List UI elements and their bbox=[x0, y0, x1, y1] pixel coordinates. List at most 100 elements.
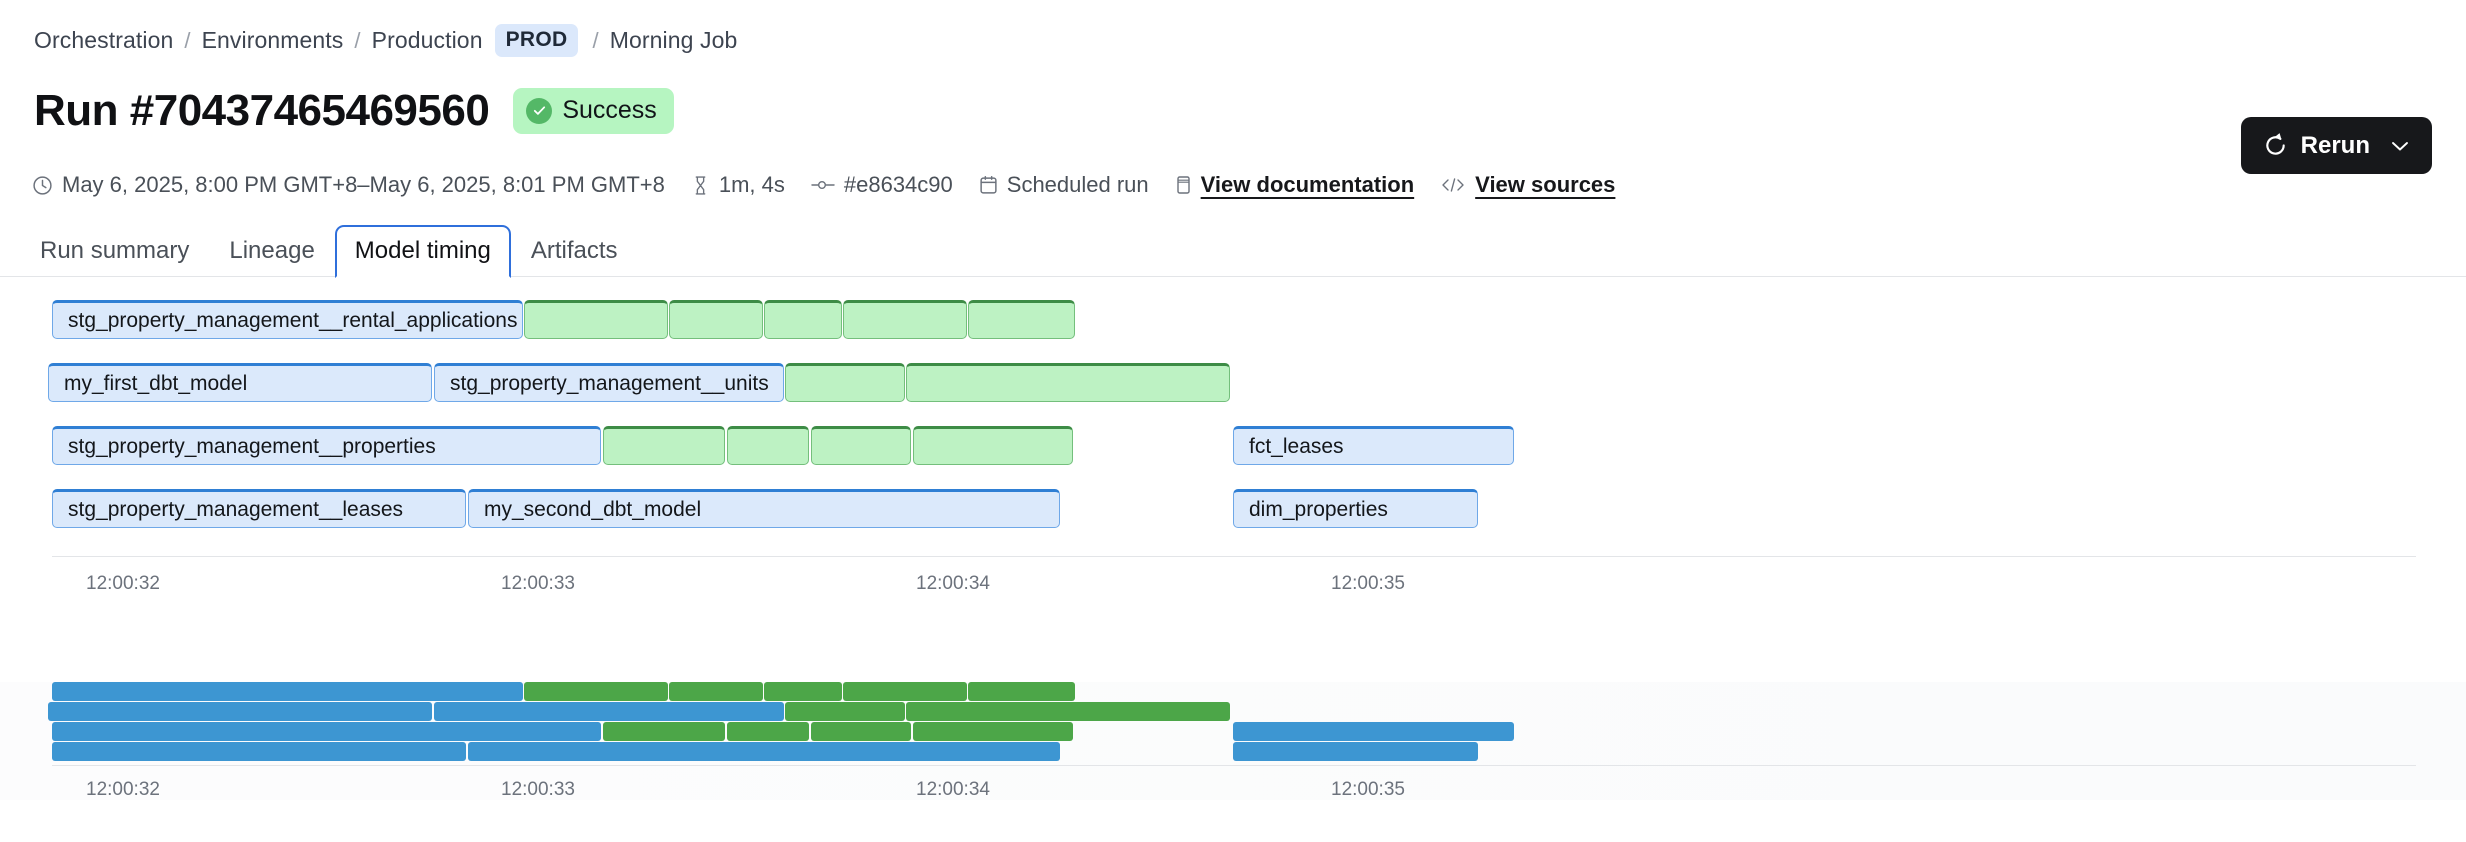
breadcrumb-item-environments[interactable]: Environments bbox=[201, 27, 344, 53]
gantt-bar-step[interactable] bbox=[968, 300, 1075, 339]
tab-artifacts[interactable]: Artifacts bbox=[530, 236, 618, 264]
breadcrumb-separator: / bbox=[592, 27, 599, 53]
meta-timerange: May 6, 2025, 8:00 PM GMT+8–May 6, 2025, … bbox=[32, 172, 665, 198]
tab-bar: Run summary Lineage Model timing Artifac… bbox=[20, 222, 638, 278]
page-title: Run #70437465469560 bbox=[34, 86, 490, 135]
gantt-detail-rows: stg_property_management__rental_applicat… bbox=[0, 300, 2466, 552]
hourglass-icon bbox=[691, 175, 710, 196]
calendar-icon bbox=[979, 175, 998, 195]
overview-rows bbox=[0, 682, 2466, 762]
overview-bar[interactable] bbox=[524, 682, 668, 701]
axis-tick-label: 12:00:32 bbox=[86, 573, 160, 594]
breadcrumb-separator: / bbox=[184, 27, 191, 53]
gantt-bar-step[interactable] bbox=[843, 300, 967, 339]
overview-row bbox=[0, 742, 2466, 762]
tab-run-summary[interactable]: Run summary bbox=[40, 236, 190, 264]
overview-bar[interactable] bbox=[669, 682, 763, 701]
tab-model-timing[interactable]: Model timing bbox=[334, 224, 511, 278]
gantt-bar-step[interactable] bbox=[669, 300, 763, 339]
gantt-row: stg_property_management__rental_applicat… bbox=[0, 300, 2466, 363]
breadcrumb-item-morning-job[interactable]: Morning Job bbox=[609, 27, 738, 53]
gantt-bar-step[interactable] bbox=[913, 426, 1073, 465]
meta-trigger-text: Scheduled run bbox=[1006, 172, 1149, 197]
rerun-label: Rerun bbox=[2300, 131, 2370, 159]
view-sources-link[interactable]: View sources bbox=[1475, 172, 1616, 197]
gantt-bar-stg_property_management__units[interactable]: stg_property_management__units bbox=[434, 363, 784, 402]
overview-bar[interactable] bbox=[468, 742, 1060, 761]
overview-row bbox=[0, 722, 2466, 742]
gantt-bar-step[interactable] bbox=[785, 363, 905, 402]
git-commit-icon bbox=[811, 177, 835, 193]
overview-bar[interactable] bbox=[785, 702, 905, 721]
meta-sources[interactable]: View sources bbox=[1440, 172, 1615, 198]
code-icon bbox=[1440, 176, 1466, 194]
overview-bar[interactable] bbox=[603, 722, 725, 741]
gantt-bar-my_first_dbt_model[interactable]: my_first_dbt_model bbox=[48, 363, 432, 402]
overview-bar[interactable] bbox=[913, 722, 1073, 741]
gantt-bar-step[interactable] bbox=[811, 426, 911, 465]
check-icon bbox=[526, 97, 553, 124]
overview-bar[interactable] bbox=[727, 722, 809, 741]
meta-duration-text: 1m, 4s bbox=[718, 172, 785, 197]
overview-bar[interactable] bbox=[843, 682, 967, 701]
overview-bar[interactable] bbox=[811, 722, 911, 741]
gantt-bar-step[interactable] bbox=[727, 426, 809, 465]
overview-bar[interactable] bbox=[1233, 742, 1478, 761]
gantt-bar-stg_property_management__properties[interactable]: stg_property_management__properties bbox=[52, 426, 601, 465]
gantt-bar-step[interactable] bbox=[764, 300, 842, 339]
breadcrumb-separator: / bbox=[354, 27, 361, 53]
rerun-button[interactable]: Rerun bbox=[2240, 117, 2432, 174]
gantt-row: stg_property_management__properties fct_l… bbox=[0, 426, 2466, 489]
overview-bar[interactable] bbox=[1233, 722, 1514, 741]
meta-commit: #e8634c90 bbox=[811, 172, 953, 198]
breadcrumb-badge-prod: PROD bbox=[494, 24, 579, 57]
overview-bar[interactable] bbox=[764, 682, 842, 701]
breadcrumb: Orchestration / Environments / Productio… bbox=[34, 24, 737, 57]
status-badge: Success bbox=[513, 88, 674, 134]
overview-row bbox=[0, 702, 2466, 722]
gantt-axis: 12:00:32 12:00:33 12:00:34 12:00:35 bbox=[0, 556, 2466, 602]
axis-tick-label: 12:00:35 bbox=[1331, 573, 1405, 594]
breadcrumb-item-production[interactable]: Production bbox=[371, 27, 483, 53]
overview-bar[interactable] bbox=[52, 722, 601, 741]
overview-bar[interactable] bbox=[434, 702, 784, 721]
axis-tick-label: 12:00:33 bbox=[501, 573, 575, 594]
overview-bar[interactable] bbox=[52, 682, 523, 701]
overview-axis-tick-label: 12:00:33 bbox=[501, 779, 575, 800]
meta-trigger: Scheduled run bbox=[979, 172, 1149, 198]
chevron-down-icon[interactable] bbox=[2390, 139, 2410, 153]
gantt-bar-fct_leases[interactable]: fct_leases bbox=[1233, 426, 1514, 465]
overview-row bbox=[0, 682, 2466, 702]
overview-bar[interactable] bbox=[968, 682, 1075, 701]
gantt-bar-step[interactable] bbox=[906, 363, 1230, 402]
rerun-icon bbox=[2263, 133, 2288, 158]
gantt-bar-dim_properties[interactable]: dim_properties bbox=[1233, 489, 1478, 528]
overview-bar[interactable] bbox=[52, 742, 466, 761]
gantt-bar-stg_property_management__rental_applications[interactable]: stg_property_management__rental_applicat… bbox=[52, 300, 523, 339]
overview-bar[interactable] bbox=[906, 702, 1230, 721]
meta-commit-text: #e8634c90 bbox=[843, 172, 953, 197]
run-metadata: May 6, 2025, 8:00 PM GMT+8–May 6, 2025, … bbox=[32, 172, 1641, 198]
gantt-bar-my_second_dbt_model[interactable]: my_second_dbt_model bbox=[468, 489, 1060, 528]
tab-bar-divider bbox=[0, 276, 2466, 277]
overview-bar[interactable] bbox=[48, 702, 432, 721]
meta-docs[interactable]: View documentation bbox=[1175, 172, 1415, 198]
overview-axis-tick-label: 12:00:34 bbox=[916, 779, 990, 800]
view-documentation-link[interactable]: View documentation bbox=[1200, 172, 1415, 197]
overview-axis-line bbox=[52, 765, 2416, 766]
model-timing-gantt: stg_property_management__rental_applicat… bbox=[0, 300, 2466, 602]
gantt-axis-line bbox=[52, 556, 2416, 557]
book-icon bbox=[1175, 175, 1192, 195]
tab-lineage[interactable]: Lineage bbox=[229, 236, 315, 264]
gantt-bar-stg_property_management__leases[interactable]: stg_property_management__leases bbox=[52, 489, 466, 528]
breadcrumb-item-orchestration[interactable]: Orchestration bbox=[34, 27, 174, 53]
axis-tick-label: 12:00:34 bbox=[916, 573, 990, 594]
gantt-bar-step[interactable] bbox=[603, 426, 725, 465]
clock-icon bbox=[32, 175, 53, 196]
gantt-bar-step[interactable] bbox=[524, 300, 668, 339]
overview-axis-tick-label: 12:00:35 bbox=[1331, 779, 1405, 800]
